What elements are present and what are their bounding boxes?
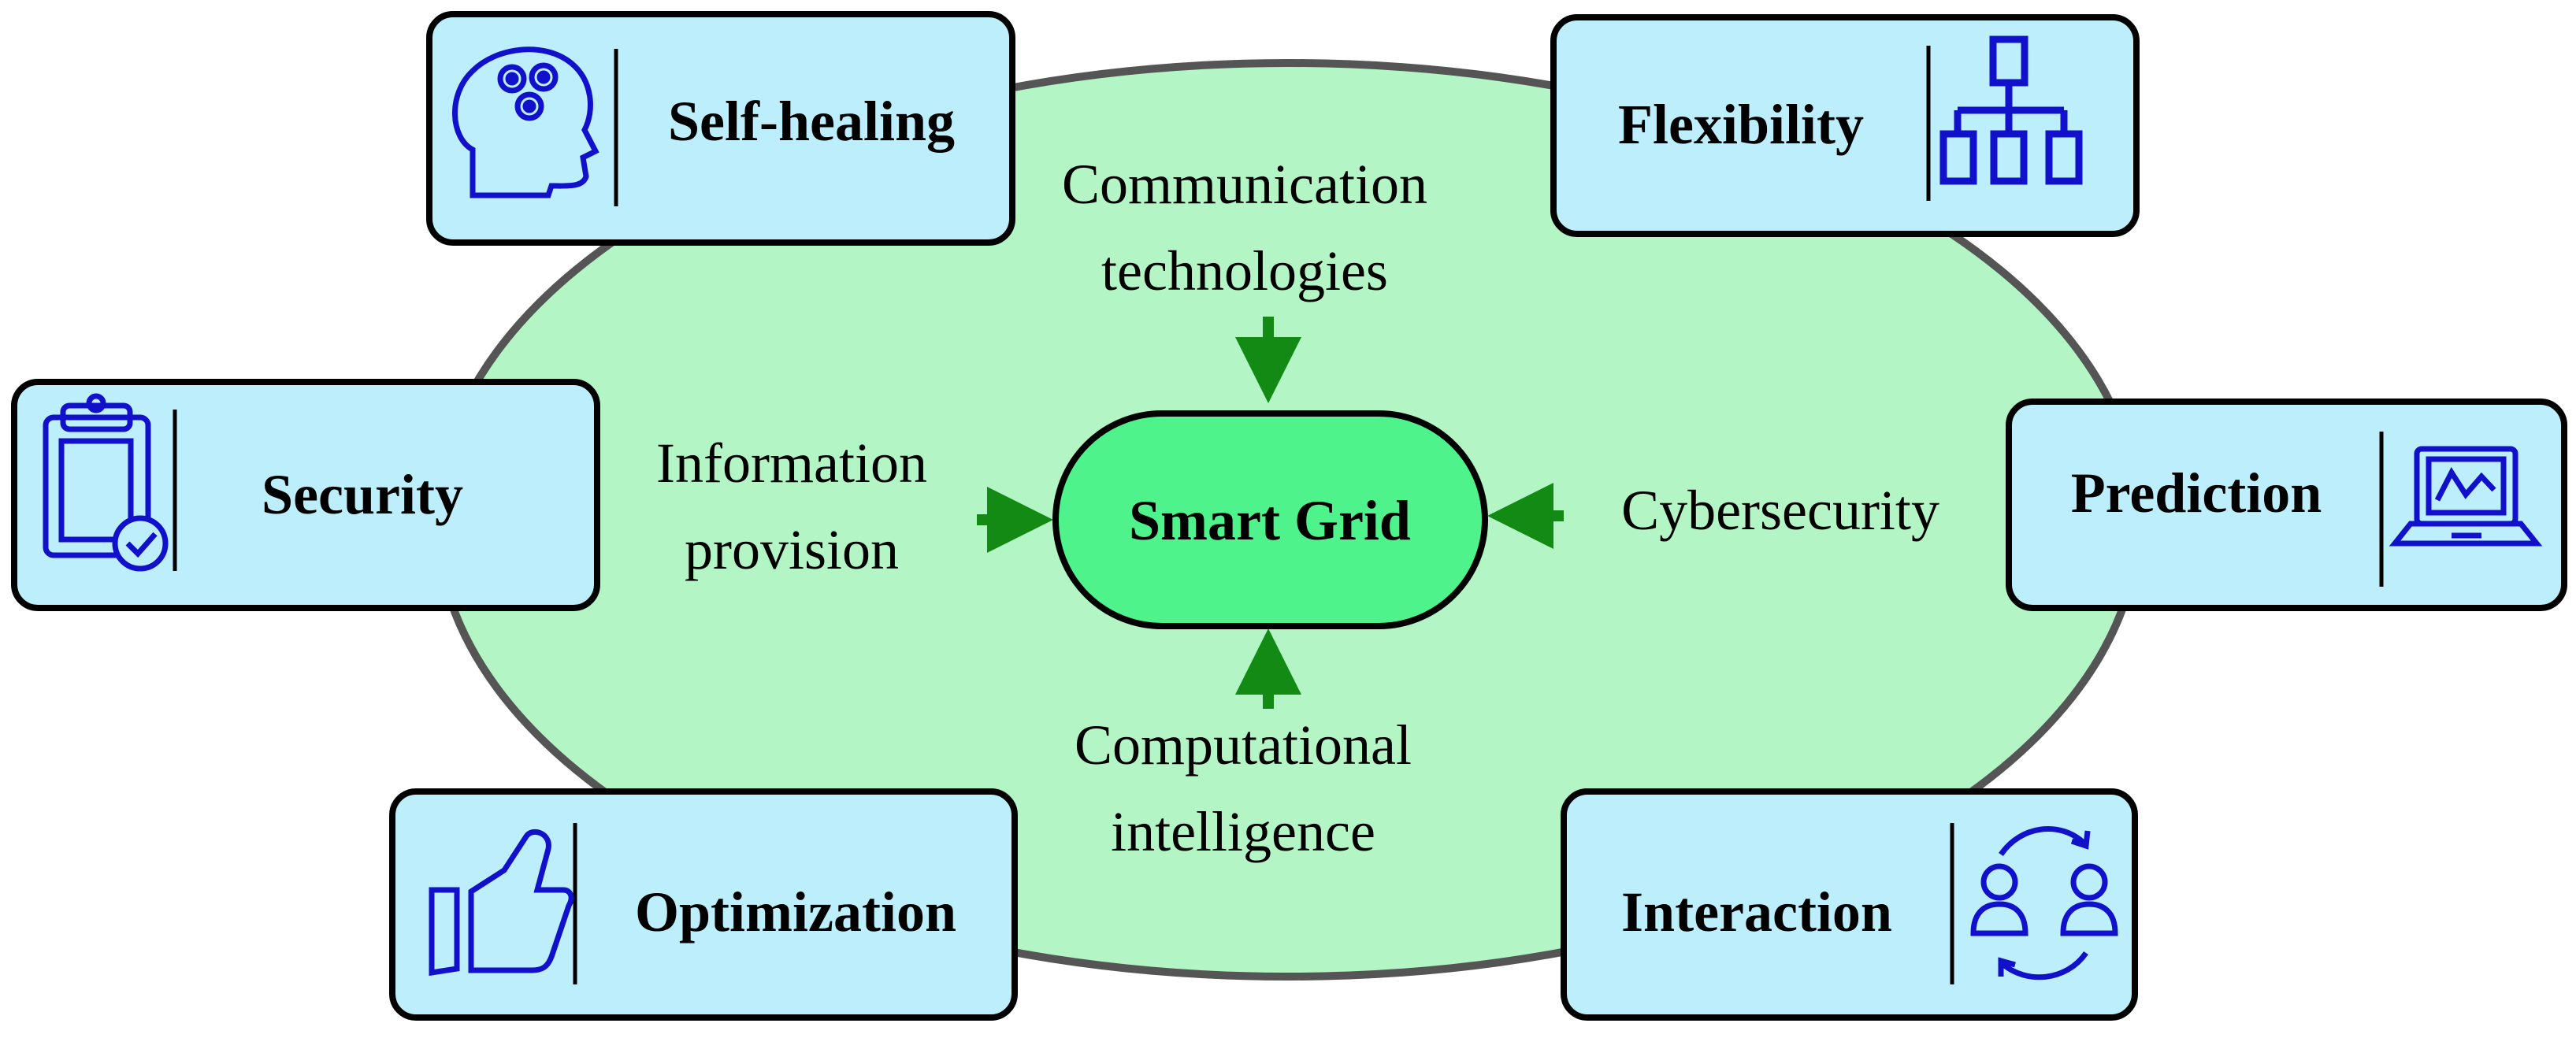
driver-left-line2: provision [685, 518, 899, 581]
center-node [1052, 410, 1488, 629]
driver-right-line1: Cybersecurity [1621, 479, 1939, 542]
feature-prediction: Prediction [2006, 399, 2567, 611]
feature-optimization: Optimization [389, 788, 1018, 1021]
users-exchange-icon [1970, 825, 2118, 981]
feature-self-healing: Self-healing [426, 11, 1015, 246]
feature-label-prediction: Prediction [2071, 462, 2322, 525]
feature-label-interaction: Interaction [1621, 880, 1892, 943]
clipboard-check-icon [43, 393, 169, 572]
laptop-chart-icon [2389, 446, 2543, 547]
thumbs-up-icon [429, 829, 574, 977]
center-label: Smart Grid [1129, 489, 1411, 552]
feature-label-optimization: Optimization [635, 880, 956, 943]
driver-bottom-line2: intelligence [1111, 800, 1375, 863]
feature-interaction: Interaction [1561, 788, 2138, 1021]
driver-top-line1: Communication [1062, 153, 1427, 216]
driver-left-line1: Information [656, 432, 927, 495]
feature-label-flexibility: Flexibility [1618, 93, 1864, 156]
hierarchy-icon [1939, 35, 2083, 185]
arrows [977, 317, 1564, 709]
feature-label-security: Security [262, 463, 463, 526]
driver-top-line2: technologies [1101, 239, 1388, 302]
feature-label-self-healing: Self-healing [668, 90, 955, 153]
feature-flexibility: Flexibility [1550, 14, 2140, 237]
head-gears-icon [452, 46, 599, 198]
feature-security: Security [11, 379, 600, 611]
driver-bottom-line1: Computational [1075, 714, 1412, 777]
